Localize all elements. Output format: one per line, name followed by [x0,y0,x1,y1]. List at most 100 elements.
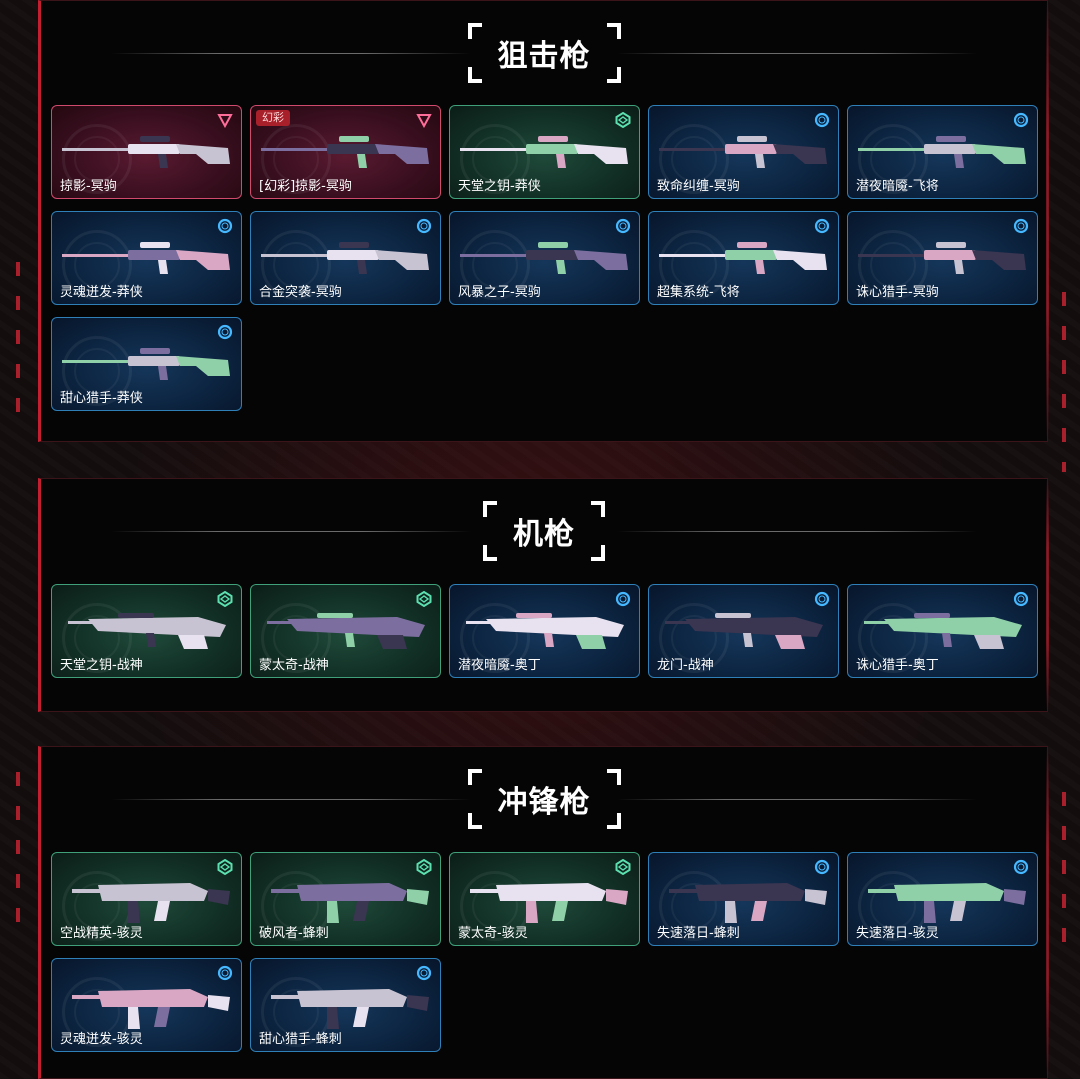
weapon-skin-label: 失速落日-骇灵 [856,926,939,941]
weapon-image [655,230,833,284]
weapon-skin-label: 蒙太奇-战神 [259,658,329,673]
weapon-skin-card[interactable]: 灵魂迸发-莽侠 [51,211,242,305]
header-divider-right [617,799,977,800]
weapon-skin-card[interactable]: 蒙太奇-骇灵 [449,852,640,946]
left-edge-decoration [16,772,20,932]
card-background-ring [62,230,132,300]
weapon-skin-card[interactable]: 龙门-战神 [648,584,839,678]
weapon-skin-card[interactable]: 甜心猎手-蜂刺 [250,958,441,1052]
weapon-skin-label: 天堂之钥-莽侠 [458,179,541,194]
weapon-image [58,230,236,284]
circle-tier-icon [814,112,830,128]
weapon-image [854,124,1032,178]
header-divider-left [111,53,471,54]
section-header: 机枪 [41,501,1047,561]
triangle-tier-icon [217,112,233,129]
weapon-skin-card[interactable]: 天堂之钥-战神 [51,584,242,678]
card-background-ring [74,989,120,1035]
weapon-skin-label: 天堂之钥-战神 [60,658,143,673]
weapon-skin-card[interactable]: 天堂之钥-莽侠 [449,105,640,199]
weapon-image [456,871,634,925]
weapon-skin-label: 灵魂迸发-莽侠 [60,285,143,300]
weapon-skin-card[interactable]: 诛心猎手-冥驹 [847,211,1038,305]
card-background-ring [472,242,518,288]
weapon-image [655,871,833,925]
weapon-skin-card[interactable]: 合金突袭-冥驹 [250,211,441,305]
hex-tier-icon [217,858,233,876]
weapon-skin-label: 蒙太奇-骇灵 [458,926,528,941]
section-header: 狙击枪 [41,23,1047,83]
card-background-ring [273,989,319,1035]
weapon-skin-label: 合金突袭-冥驹 [259,285,342,300]
weapon-skin-label: 失速落日-蜂刺 [657,926,740,941]
weapon-skin-card[interactable]: 潜夜暗魇-飞将 [847,105,1038,199]
weapon-skin-card[interactable]: 潜夜暗魇-奥丁 [449,584,640,678]
circle-tier-icon [1013,218,1029,234]
weapon-skin-label: 潜夜暗魇-奥丁 [458,658,541,673]
circle-tier-icon [615,218,631,234]
hex-tier-icon [615,111,631,129]
weapon-grid: 空战精英-骇灵 破风者-蜂刺 蒙太奇-骇灵 失速落日-蜂刺 失速落日-骇灵 灵魂… [51,852,1038,1052]
weapon-skin-card[interactable]: 甜心猎手-莽侠 [51,317,242,411]
card-background-ring [870,136,916,182]
card-background-ring [460,124,530,194]
weapon-image [58,871,236,925]
weapon-skin-card[interactable]: 掠影-冥驹 [51,105,242,199]
card-background-ring [671,883,717,929]
card-background-ring [273,242,319,288]
weapon-skin-card[interactable]: 蒙太奇-战神 [250,584,441,678]
circle-tier-icon [1013,859,1029,875]
weapon-skin-label: 致命纠缠-冥驹 [657,179,740,194]
circle-tier-icon [1013,591,1029,607]
weapon-image [58,124,236,178]
card-background-ring [261,124,331,194]
header-divider-left [111,799,471,800]
card-background-ring [858,230,928,300]
card-background-ring [261,230,331,300]
section-sniper: 狙击枪 掠影-冥驹 幻彩[幻彩]掠影-冥驹 天堂之钥-莽侠 致命纠 [38,0,1049,442]
weapon-image [854,603,1032,657]
section-smg: 冲锋枪 空战精英-骇灵 破风者-蜂刺 蒙太奇-骇灵 失速落日-蜂刺 失速落日-骇… [38,746,1049,1079]
card-background-ring [659,603,729,673]
weapon-skin-label: 破风者-蜂刺 [259,926,329,941]
card-background-ring [472,615,518,661]
weapon-skin-label: 灵魂迸发-骇灵 [60,1032,143,1047]
right-edge-decoration [1062,792,1066,952]
card-background-ring [870,615,916,661]
card-background-ring [62,336,132,406]
weapon-skin-label: 诛心猎手-冥驹 [856,285,939,300]
card-background-ring [858,124,928,194]
circle-tier-icon [416,218,432,234]
card-background-ring [472,136,518,182]
weapon-image [257,603,435,657]
hex-tier-icon [615,858,631,876]
weapon-skin-card[interactable]: 灵魂迸发-骇灵 [51,958,242,1052]
card-background-ring [659,230,729,300]
weapon-image [58,977,236,1031]
weapon-skin-card[interactable]: 失速落日-骇灵 [847,852,1038,946]
section-title: 机枪 [483,501,605,561]
weapon-skin-card[interactable]: 超集系统-飞将 [648,211,839,305]
card-background-ring [74,615,120,661]
weapon-skin-card[interactable]: 失速落日-蜂刺 [648,852,839,946]
circle-tier-icon [814,591,830,607]
circle-tier-icon [814,218,830,234]
circle-tier-icon [217,324,233,340]
weapon-image [58,336,236,390]
left-edge-decoration [16,262,20,422]
hex-tier-icon [217,590,233,608]
card-background-ring [460,230,530,300]
weapon-skin-card[interactable]: 空战精英-骇灵 [51,852,242,946]
variant-badge: 幻彩 [256,110,290,126]
card-background-ring [62,603,132,673]
weapon-skin-card[interactable]: 风暴之子-冥驹 [449,211,640,305]
weapon-skin-label: 超集系统-飞将 [657,285,740,300]
weapon-skin-card[interactable]: 幻彩[幻彩]掠影-冥驹 [250,105,441,199]
weapon-skin-card[interactable]: 诛心猎手-奥丁 [847,584,1038,678]
card-background-ring [273,615,319,661]
circle-tier-icon [814,859,830,875]
card-background-ring [671,615,717,661]
weapon-skin-card[interactable]: 破风者-蜂刺 [250,852,441,946]
weapon-skin-label: 空战精英-骇灵 [60,926,143,941]
weapon-skin-card[interactable]: 致命纠缠-冥驹 [648,105,839,199]
